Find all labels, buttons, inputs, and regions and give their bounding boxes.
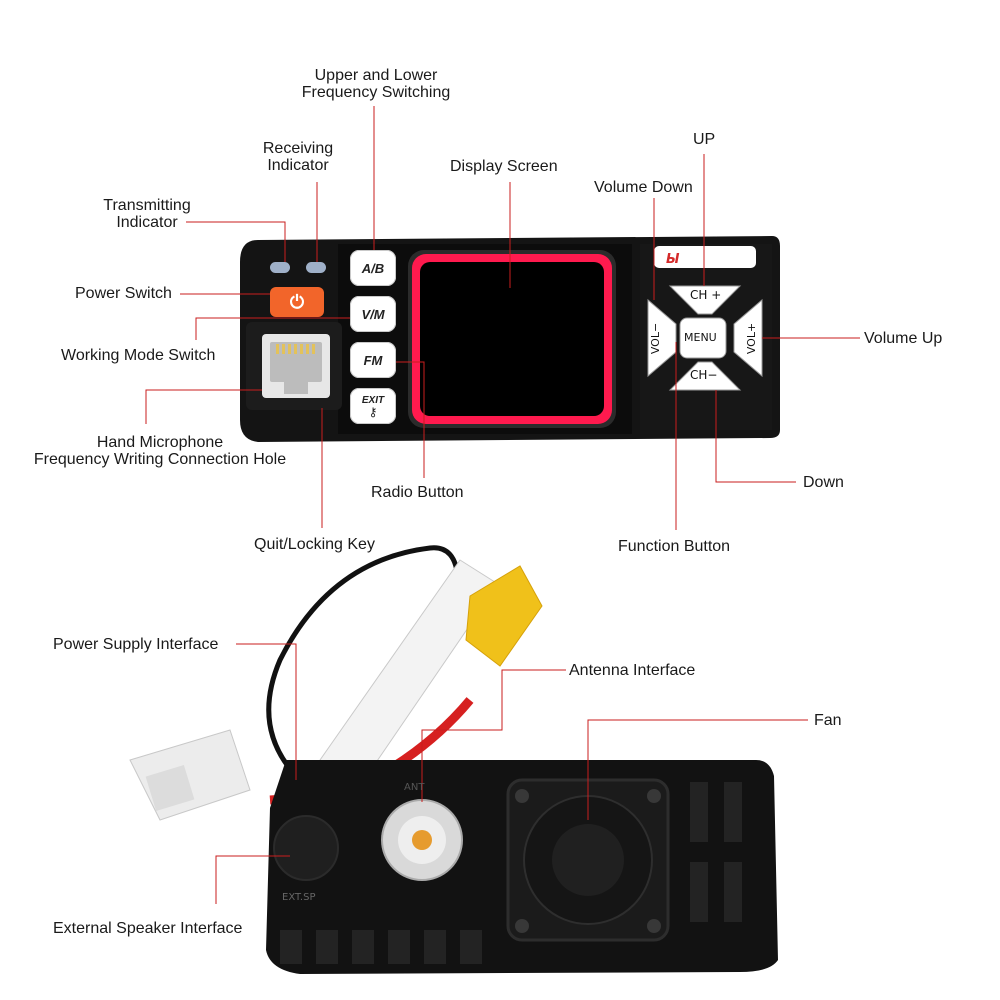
callout-transmitting-indicator: Transmitting Indicator <box>103 197 191 231</box>
vol-up-label: VOL+ <box>745 322 759 355</box>
key-icon: ⚷ <box>368 404 378 419</box>
dpad-vol-up-key <box>733 298 763 378</box>
menu-label: MENU <box>684 331 717 344</box>
svg-text:Ы: Ы <box>666 252 680 267</box>
callout-receiving-indicator: Receiving Indicator <box>262 140 334 174</box>
callout-external-speaker-interface: External Speaker Interface <box>53 920 243 937</box>
callout-down: Down <box>803 474 844 491</box>
callout-working-mode-switch: Working Mode Switch <box>61 347 216 364</box>
ch-down-label: CH− <box>690 368 718 382</box>
white-power-plug <box>129 729 251 821</box>
callout-volume-up: Volume Up <box>864 330 943 347</box>
callout-radio-button: Radio Button <box>371 484 464 501</box>
dpad-menu-key <box>679 317 727 359</box>
callout-volume-down: Volume Down <box>594 179 693 196</box>
leader-lines <box>145 106 860 904</box>
brand-logo-plate <box>654 246 756 268</box>
vol-down-label: VOL− <box>649 322 663 355</box>
ch-up-label: CH + <box>690 288 722 302</box>
callout-function-button: Function Button <box>618 538 731 555</box>
ant-marking: ANT <box>404 782 425 793</box>
callout-upper-lower: Upper and Lower Frequency Switching <box>301 67 451 101</box>
ab-button[interactable]: A/B <box>350 250 396 286</box>
external-speaker-jack <box>273 815 339 881</box>
exit-button[interactable]: EXIT ⚷ <box>350 388 396 424</box>
power-icon: ⏻ <box>289 291 305 312</box>
dpad-ch-up-key <box>668 285 742 315</box>
callout-hand-microphone: Hand Microphone Frequency Writing Connec… <box>33 434 287 468</box>
ext-sp-marking: EXT.SP <box>282 892 316 903</box>
power-switch-button[interactable]: ⏻ <box>270 287 324 317</box>
callout-fan: Fan <box>814 712 842 729</box>
receiving-indicator-led <box>306 262 326 273</box>
callout-quit-locking-key: Quit/Locking Key <box>254 536 375 553</box>
transmitting-indicator-led <box>270 262 290 273</box>
callout-antenna-interface: Antenna Interface <box>569 662 696 679</box>
callout-up: UP <box>693 131 716 148</box>
vm-button[interactable]: V/M <box>350 296 396 332</box>
callout-display-screen: Display Screen <box>450 158 558 175</box>
dpad-ch-down-key <box>668 361 742 391</box>
callout-power-switch: Power Switch <box>75 285 172 302</box>
callout-power-supply-interface: Power Supply Interface <box>53 636 219 653</box>
fm-button[interactable]: FM <box>350 342 396 378</box>
yellow-connector <box>465 565 543 667</box>
